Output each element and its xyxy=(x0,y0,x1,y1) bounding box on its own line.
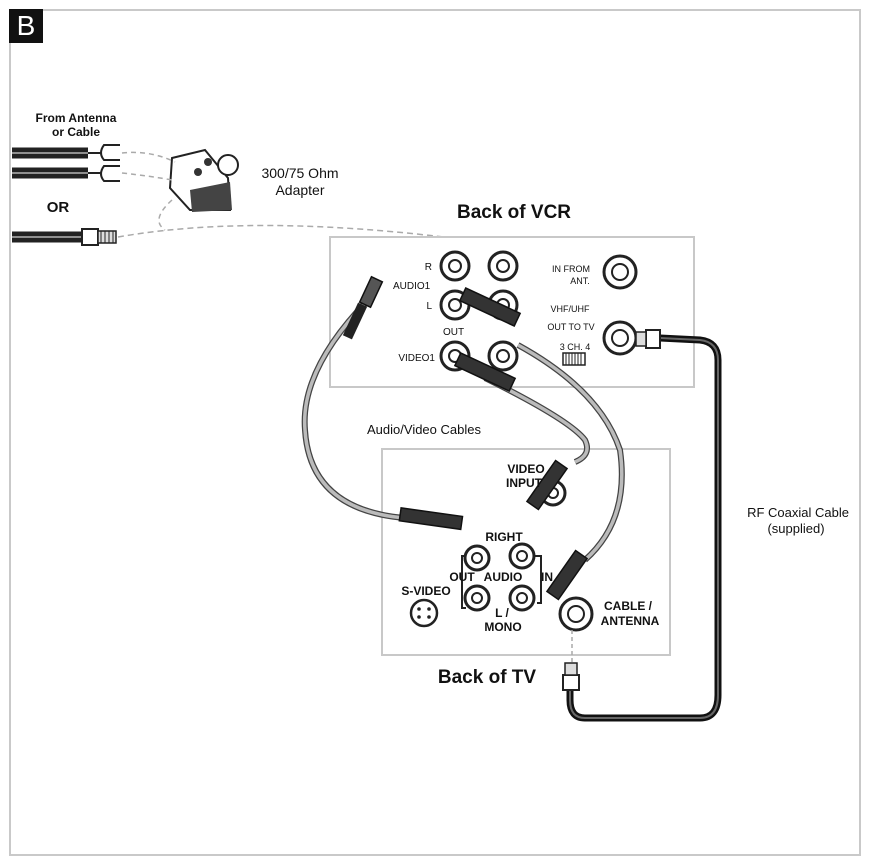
tv-cable-antenna-jack xyxy=(558,596,594,632)
tv-audio-left-in-jack xyxy=(508,584,536,612)
tv-svideo-jack xyxy=(409,598,439,628)
rca-plug-tv-video xyxy=(525,459,569,511)
label-vcr-ant: ANT. xyxy=(570,276,590,286)
audio-video-cables xyxy=(301,297,625,563)
label-vcr-ch: 3 CH. 4 xyxy=(560,342,591,352)
rca-plug-vcr-video xyxy=(453,351,517,393)
vcr-out-to-tv-jack xyxy=(602,320,638,356)
label-vcr-vhf-uhf: VHF/UHF xyxy=(551,304,590,314)
label-vcr-audio1: AUDIO1 xyxy=(393,281,431,292)
rca-plug-tv-audio-in xyxy=(545,549,589,601)
label-vcr-out-to-tv: OUT TO TV xyxy=(547,322,594,332)
vcr-in-video-jack xyxy=(487,340,519,372)
antenna-coax-cable xyxy=(12,228,117,246)
label-tv-mono: MONO xyxy=(484,620,521,634)
label-vcr-r: R xyxy=(425,262,432,273)
label-adapter-ohm: 300/75 Ohm xyxy=(261,165,338,181)
tv-audio-left-out-jack xyxy=(463,584,491,612)
label-or-cable: or Cable xyxy=(52,125,100,139)
label-tv-svideo: S-VIDEO xyxy=(401,584,450,598)
section-badge: B xyxy=(9,9,43,43)
label-vcr-out: OUT xyxy=(443,327,464,338)
label-av-cables: Audio/Video Cables xyxy=(367,422,481,437)
label-rf-coax: RF Coaxial Cable xyxy=(747,505,849,520)
label-from-antenna: From Antenna xyxy=(36,111,117,125)
label-vcr-video1: VIDEO1 xyxy=(398,353,435,364)
vcr-channel-switch xyxy=(562,352,586,366)
vcr-audio-r-jack xyxy=(439,250,471,282)
label-tv-right: RIGHT xyxy=(485,530,523,544)
rf-coaxial-cable xyxy=(562,329,722,722)
label-tv-input: INPUT xyxy=(506,476,543,490)
label-vcr-l: L xyxy=(426,301,432,312)
label-tv-cable: CABLE / xyxy=(604,599,653,613)
label-adapter: Adapter xyxy=(275,182,324,198)
label-tv-in: IN xyxy=(541,570,553,584)
label-back-of-vcr: Back of VCR xyxy=(457,202,571,223)
label-back-of-tv: Back of TV xyxy=(438,667,537,688)
vcr-in-audio-r-jack xyxy=(487,250,519,282)
vcr-ant-in-jack xyxy=(602,254,638,290)
diagram-frame xyxy=(9,9,861,856)
tv-audio-right-out-jack xyxy=(463,544,491,572)
rca-plug-vcr-audio-l xyxy=(458,286,522,328)
tv-audio-right-in-jack xyxy=(508,542,536,570)
rca-plug-tv-right xyxy=(398,507,464,531)
label-rf-supplied: (supplied) xyxy=(767,521,824,536)
label-tv-audio: AUDIO xyxy=(484,570,523,584)
label-tv-out: OUT xyxy=(449,570,475,584)
label-tv-antenna: ANTENNA xyxy=(601,614,660,628)
ohm-adapter xyxy=(168,148,239,212)
rca-plug-vcr-audio1 xyxy=(342,275,384,340)
label-tv-video: VIDEO xyxy=(507,462,544,476)
antenna-twin-lead xyxy=(12,144,120,182)
label-or: OR xyxy=(47,199,70,216)
label-tv-l: L / xyxy=(495,606,509,620)
label-vcr-in-from: IN FROM xyxy=(552,264,590,274)
